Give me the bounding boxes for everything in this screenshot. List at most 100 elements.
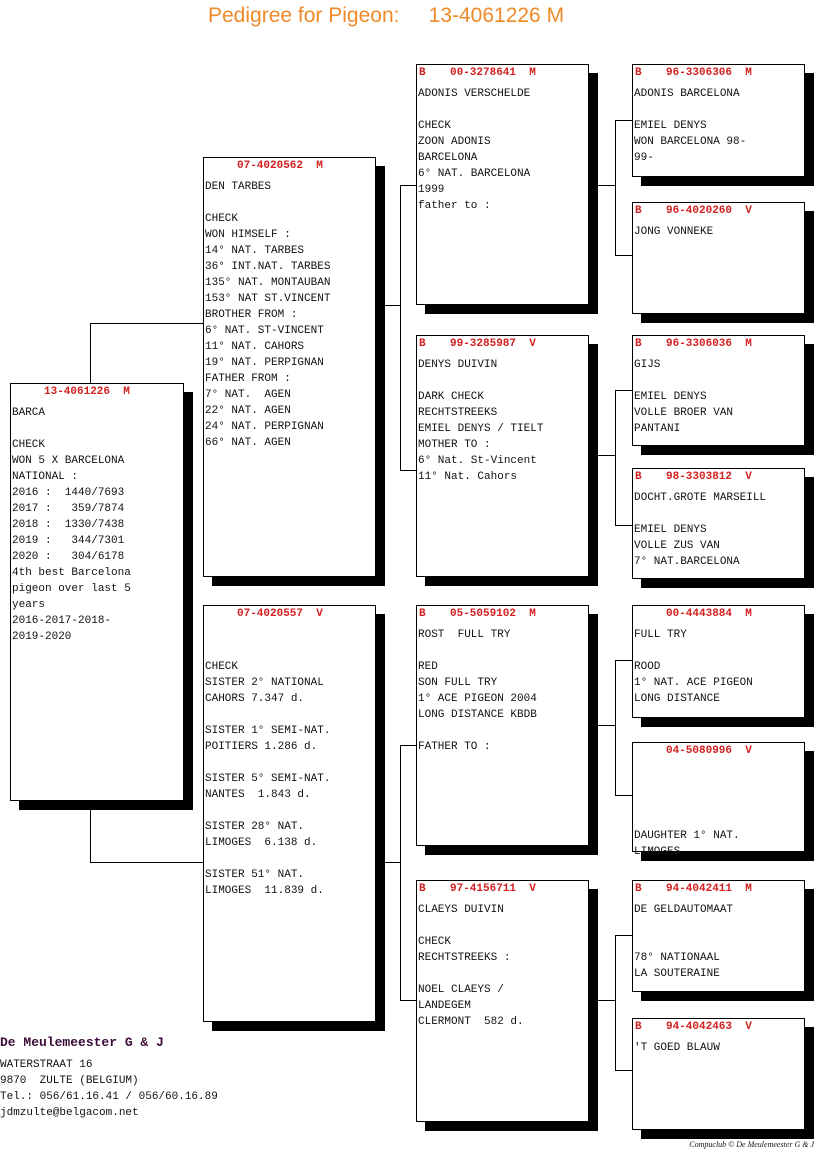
pedigree-line: NOEL CLAEYS / bbox=[418, 984, 504, 996]
ring-number: 00-3278641 M bbox=[450, 67, 536, 79]
pedigree-line bbox=[204, 851, 375, 867]
pedigree-line: FATHER FROM : bbox=[205, 373, 291, 385]
pedigree-line: CHECK bbox=[205, 661, 239, 673]
pedigree-line: MOTHER TO : bbox=[418, 439, 491, 451]
pedigree-line bbox=[11, 421, 183, 437]
pedigree-line: 78° NATIONAAL bbox=[634, 952, 720, 964]
pedigree-line: LIMOGES 6.138 d. bbox=[205, 837, 318, 849]
connector-line bbox=[615, 255, 632, 256]
pedigree-line: FULL TRY bbox=[634, 629, 687, 641]
pedigree-line: CHECK bbox=[418, 120, 452, 132]
connector-line bbox=[400, 745, 401, 1000]
connector-line bbox=[90, 810, 91, 863]
pedigree-line: father to : bbox=[418, 200, 491, 212]
connector-line bbox=[598, 455, 615, 456]
ring-number: 07-4020562 M bbox=[237, 160, 323, 172]
pedigree-line: BARCELONA bbox=[418, 152, 478, 164]
connector-line bbox=[90, 323, 203, 324]
pedigree-line bbox=[633, 373, 804, 389]
pedigree-line: 11° Nat. Cahors bbox=[418, 471, 518, 483]
connector-line bbox=[615, 120, 632, 121]
pedigree-line: ZOON ADONIS bbox=[418, 136, 491, 148]
ring-header: 07-4020557 V bbox=[204, 606, 375, 622]
connector-line bbox=[598, 185, 615, 186]
pedigree-line: SISTER 2° NATIONAL bbox=[205, 677, 324, 689]
pedigree-line: WON 5 X BARCELONA bbox=[12, 455, 125, 467]
pedigree-line: 2018 : 1330/7438 bbox=[12, 519, 125, 531]
ring-header: 04-5080996 V bbox=[633, 743, 804, 759]
connector-line bbox=[615, 795, 632, 796]
pedigree-line: EMIEL DENYS bbox=[634, 524, 707, 536]
pedigree-line: CHECK bbox=[12, 439, 46, 451]
pedigree-line: 2016 : 1440/7693 bbox=[12, 487, 125, 499]
pedigree-line bbox=[633, 643, 804, 659]
pedigree-line: NANTES 1.843 d. bbox=[205, 789, 311, 801]
pedigree-line bbox=[633, 812, 804, 828]
connector-line bbox=[615, 390, 632, 391]
address-line: WATERSTRAAT 16 bbox=[0, 1059, 93, 1071]
connector-line bbox=[385, 862, 401, 863]
pedigree-line bbox=[204, 803, 375, 819]
breeder-mark: B bbox=[419, 608, 426, 620]
connector-line bbox=[615, 935, 616, 1070]
connector-line bbox=[615, 120, 616, 255]
pedigree-line: LONG DISTANCE KBDB bbox=[418, 709, 537, 721]
pedigree-line: DOCHT.GROTE MARSEILL bbox=[634, 492, 767, 504]
pedigree-line bbox=[633, 102, 804, 118]
ring-header: B 05-5059102 M bbox=[417, 606, 588, 622]
pedigree-line: 135° NAT. MONTAUBAN bbox=[205, 277, 331, 289]
pedigree-line: DENYS DUIVIN bbox=[418, 359, 498, 371]
pedigree-line: 22° NAT. AGEN bbox=[205, 405, 291, 417]
pedigree-line: 11° NAT. CAHORS bbox=[205, 341, 305, 353]
breeder-mark: B bbox=[635, 338, 642, 350]
pedigree-line: 4th best Barcelona bbox=[12, 567, 131, 579]
pedigree-line: 2020 : 304/6178 bbox=[12, 551, 125, 563]
breeder-mark: B bbox=[419, 883, 426, 895]
pedigree-line: 2019-2020 bbox=[12, 631, 72, 643]
pedigree-line: WON HIMSELF : bbox=[205, 229, 291, 241]
address-line: 9870 ZULTE (BELGIUM) bbox=[0, 1075, 139, 1087]
pedigree-line: RECHTSTREEKS bbox=[418, 407, 498, 419]
pedigree-line: ROST FULL TRY bbox=[418, 629, 511, 641]
breeder-mark: B bbox=[635, 205, 642, 217]
pedigree-line: 7° NAT. AGEN bbox=[205, 389, 291, 401]
connector-line bbox=[615, 390, 616, 525]
breeder-mark: B bbox=[635, 471, 642, 483]
connector-line bbox=[598, 1000, 615, 1001]
pedigree-line: EMIEL DENYS bbox=[634, 120, 707, 132]
pedigree-line: LONG DISTANCE bbox=[634, 693, 720, 705]
pedigree-line: 99- bbox=[634, 152, 654, 164]
pedigree-line bbox=[633, 918, 804, 934]
connector-line bbox=[615, 525, 632, 526]
ring-number: 04-5080996 V bbox=[666, 745, 752, 757]
connector-line bbox=[400, 470, 416, 471]
pedigree-line: FATHER TO : bbox=[418, 741, 491, 753]
pedigree-line: 14° NAT. TARBES bbox=[205, 245, 305, 257]
ring-number: 00-4443884 M bbox=[666, 608, 752, 620]
pedigree-line: ADONIS VERSCHELDE bbox=[418, 88, 531, 100]
pedigree-line bbox=[204, 627, 375, 643]
pedigree-line: 1° NAT. ACE PIGEON bbox=[634, 677, 753, 689]
breeder-mark: B bbox=[635, 67, 642, 79]
ring-number: 05-5059102 M bbox=[450, 608, 536, 620]
pedigree-line: 36° INT.NAT. TARBES bbox=[205, 261, 331, 273]
pedigree-line: 7° NAT.BARCELONA bbox=[634, 556, 740, 568]
pedigree-line: RECHTSTREEKS : bbox=[418, 952, 511, 964]
pedigree-line bbox=[633, 506, 804, 522]
pedigree-line: CAHORS 7.347 d. bbox=[205, 693, 305, 705]
ring-number: 96-3306036 M bbox=[666, 338, 752, 350]
ring-number: 94-4042463 V bbox=[666, 1021, 752, 1033]
connector-line bbox=[90, 862, 203, 863]
